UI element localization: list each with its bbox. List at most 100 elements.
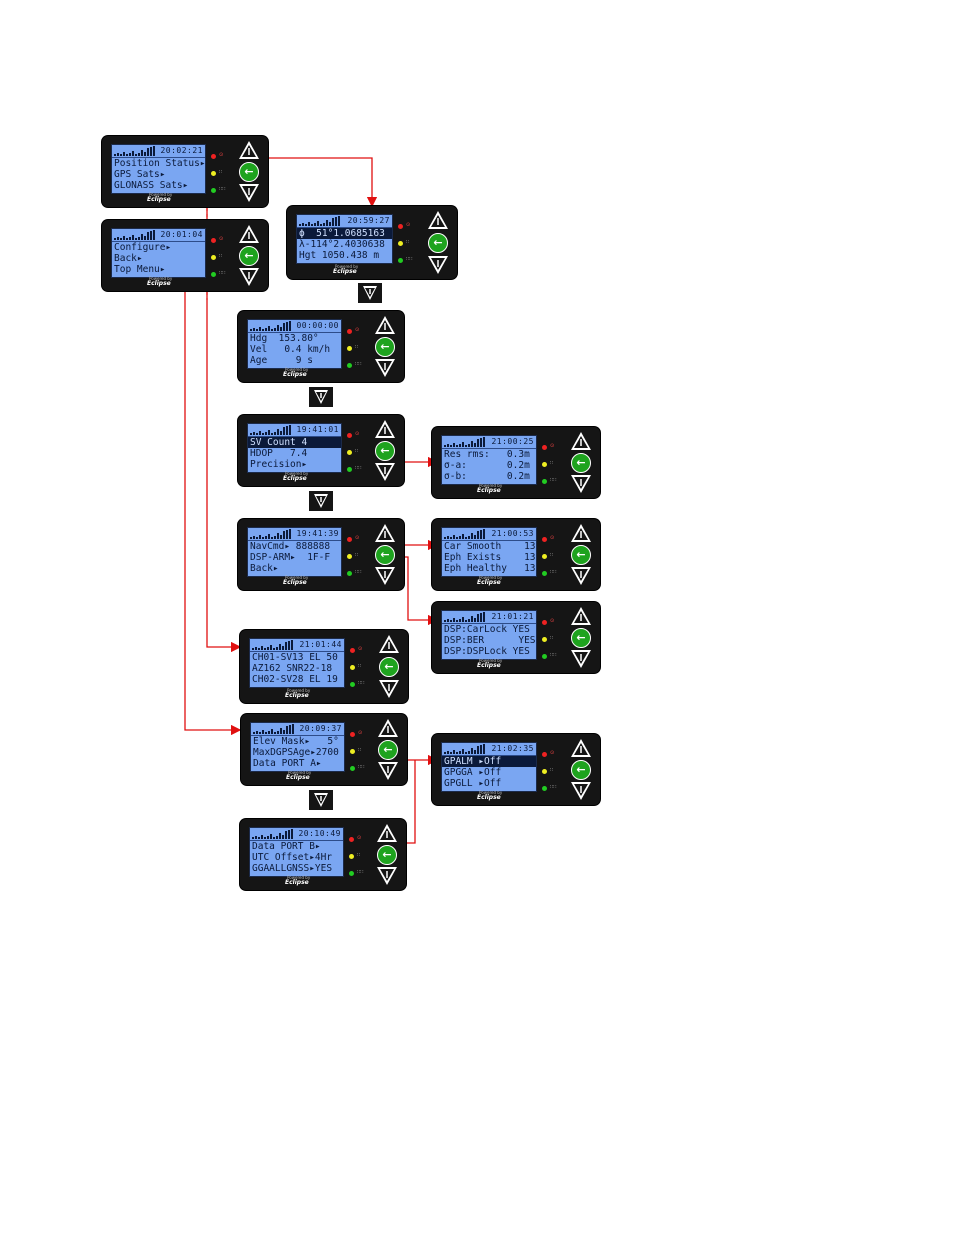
red-led-icon: [349, 837, 354, 842]
status-bar: 19:41:01: [248, 424, 341, 437]
menu-line[interactable]: UTC Offset▸4Hr: [252, 852, 333, 863]
menu-line[interactable]: σ-a: 0.2m: [444, 460, 530, 471]
red-led-icon: [542, 537, 547, 542]
down-arrow-icon[interactable]: [374, 358, 396, 378]
down-arrow-icon[interactable]: [374, 566, 396, 586]
menu-line[interactable]: MaxDGPSAge▸2700: [253, 747, 339, 758]
menu-line[interactable]: Back▸: [114, 253, 143, 264]
down-arrow-icon[interactable]: [377, 761, 399, 781]
up-arrow-icon[interactable]: [238, 140, 260, 160]
enter-icon[interactable]: ←: [571, 453, 591, 473]
yellow-led-icon: [398, 241, 403, 246]
down-arrow-icon[interactable]: [570, 474, 592, 494]
green-led-icon: [347, 467, 352, 472]
menu-line[interactable]: Age 9 s: [250, 355, 313, 366]
enter-icon[interactable]: ←: [375, 441, 395, 461]
menu-line[interactable]: GLONASS Sats▸: [114, 180, 189, 191]
enter-icon[interactable]: ←: [239, 162, 259, 182]
up-arrow-icon[interactable]: [376, 823, 398, 843]
enter-icon[interactable]: ←: [571, 628, 591, 648]
red-led-icon: [211, 154, 216, 159]
menu-line[interactable]: Eph Exists 13: [444, 552, 536, 563]
menu-line[interactable]: Back▸: [250, 563, 279, 574]
menu-line[interactable]: λ-114°2.4030638: [299, 239, 385, 250]
menu-line[interactable]: GGAALLGNSS▸YES: [252, 863, 333, 874]
enter-icon[interactable]: ←: [378, 740, 398, 760]
up-arrow-icon[interactable]: [378, 634, 400, 654]
up-arrow-icon[interactable]: [570, 606, 592, 626]
green-led-icon: [542, 786, 547, 791]
menu-line[interactable]: Vel 0.4 km/h: [250, 344, 331, 355]
green-led-icon: [542, 479, 547, 484]
menu-line[interactable]: DSP:DSPLock YES: [444, 646, 530, 657]
menu-line[interactable]: Precision▸: [250, 459, 308, 470]
menu-line[interactable]: σ-b: 0.2m: [444, 471, 530, 482]
enter-icon[interactable]: ←: [375, 545, 395, 565]
menu-line[interactable]: GPS Sats▸: [114, 169, 166, 180]
green-led-icon: [211, 272, 216, 277]
up-arrow-icon[interactable]: [570, 738, 592, 758]
led-symbol-icon: ⊙: [550, 443, 555, 449]
down-arrow-icon[interactable]: [570, 649, 592, 669]
down-arrow-icon[interactable]: [376, 866, 398, 886]
powered-by-label: Powered by: [479, 483, 503, 488]
powered-by-label: Powered by: [479, 575, 503, 580]
enter-icon[interactable]: ←: [571, 760, 591, 780]
enter-icon[interactable]: ←: [571, 545, 591, 565]
enter-icon[interactable]: ←: [379, 657, 399, 677]
clock-readout: 20:59:27: [347, 216, 390, 225]
menu-line[interactable]: GPGGA ▸Off: [444, 767, 502, 778]
down-arrow-icon[interactable]: [374, 462, 396, 482]
menu-line[interactable]: Hgt 1050.438 m: [299, 250, 380, 261]
down-arrow-icon[interactable]: [238, 267, 260, 287]
menu-line[interactable]: DSP-ARM▸ 1F-F: [250, 552, 331, 563]
menu-line[interactable]: Configure▸: [114, 242, 172, 253]
down-arrow-icon[interactable]: [238, 183, 260, 203]
down-arrow-icon[interactable]: [427, 255, 449, 275]
up-arrow-icon[interactable]: [570, 431, 592, 451]
menu-line[interactable]: Top Menu▸: [114, 264, 166, 275]
menu-line[interactable]: NavCmd▸ 888888: [250, 541, 331, 552]
menu-line[interactable]: GPALM ▸Off: [442, 756, 536, 767]
down-arrow-icon[interactable]: [570, 781, 592, 801]
enter-icon[interactable]: ←: [239, 246, 259, 266]
menu-line[interactable]: DSP:CarLock YES: [444, 624, 530, 635]
up-arrow-icon[interactable]: [570, 523, 592, 543]
eclipse-logo: Eclipse: [285, 879, 309, 886]
menu-line[interactable]: CH01-SV13 EL 50: [252, 652, 338, 663]
menu-line[interactable]: DSP:BER YES: [444, 635, 536, 646]
menu-line[interactable]: AZ162 SNR22-18: [252, 663, 333, 674]
menu-line[interactable]: Hdg 153.80°: [250, 333, 319, 344]
clock-readout: 21:00:25: [491, 437, 534, 446]
menu-line[interactable]: Res rms: 0.3m: [444, 449, 530, 460]
menu-line[interactable]: Position Status▸: [114, 158, 205, 169]
enter-icon[interactable]: ←: [377, 845, 397, 865]
clock-readout: 20:01:04: [160, 230, 203, 239]
menu-line[interactable]: Data PORT A▸: [253, 758, 322, 769]
menu-line[interactable]: HDOP 7.4: [250, 448, 308, 459]
clock-readout: 19:41:01: [296, 425, 339, 434]
signal-bars-icon: [114, 230, 155, 240]
down-arrow-icon[interactable]: [378, 679, 400, 699]
down-arrow-icon[interactable]: [570, 566, 592, 586]
menu-line[interactable]: Data PORT B▸: [252, 841, 321, 852]
enter-icon[interactable]: ←: [375, 337, 395, 357]
up-arrow-icon[interactable]: [374, 315, 396, 335]
menu-line[interactable]: ϕ 51°1.0685163: [297, 228, 392, 239]
menu-line[interactable]: GPGLL ▸Off: [444, 778, 502, 789]
menu-line[interactable]: SV Count 4: [248, 437, 341, 448]
up-arrow-icon[interactable]: [374, 523, 396, 543]
enter-icon[interactable]: ←: [428, 233, 448, 253]
menu-line[interactable]: Elev Mask▸ 5°: [253, 736, 339, 747]
up-arrow-icon[interactable]: [377, 718, 399, 738]
up-arrow-icon[interactable]: [427, 210, 449, 230]
led-symbol-icon: ⊙: [550, 618, 555, 624]
menu-line[interactable]: Eph Healthy 13: [444, 563, 536, 574]
menu-line[interactable]: Car Smooth 13: [444, 541, 536, 552]
status-bar: 21:01:21: [442, 611, 536, 624]
up-arrow-icon[interactable]: [238, 224, 260, 244]
up-arrow-icon[interactable]: [374, 419, 396, 439]
menu-line[interactable]: CH02-SV28 EL 19: [252, 674, 338, 685]
